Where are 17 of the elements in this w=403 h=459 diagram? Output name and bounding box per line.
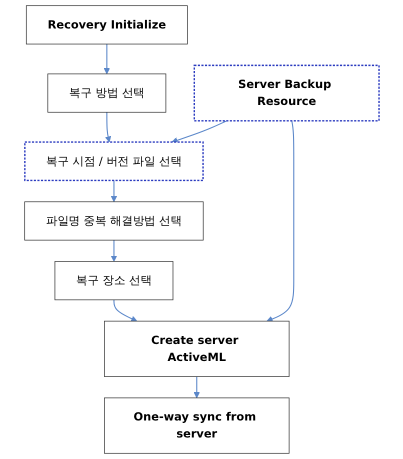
arrow	[113, 300, 137, 322]
node-box	[193, 64, 380, 122]
arrow	[266, 120, 294, 322]
flowchart: Recovery Initialize 복구 방법 선택 복구 시점 / 버전 파일 선택 Server Backup Resource 파일명 중복 해결방법 선택 복구 장소 선택 Create server ActiveML One-way sync from server	[18, 0, 384, 459]
arrow	[110, 240, 117, 262]
node-box	[24, 201, 204, 240]
arrow	[110, 180, 117, 202]
arrow	[104, 112, 111, 142]
node-box	[54, 261, 173, 300]
node-box	[26, 5, 188, 44]
arrow	[103, 44, 110, 74]
node-box	[104, 398, 290, 454]
arrow	[193, 376, 200, 398]
node-box	[24, 141, 204, 182]
node-box	[104, 320, 290, 377]
node-box	[47, 74, 166, 113]
arrow	[171, 120, 227, 144]
